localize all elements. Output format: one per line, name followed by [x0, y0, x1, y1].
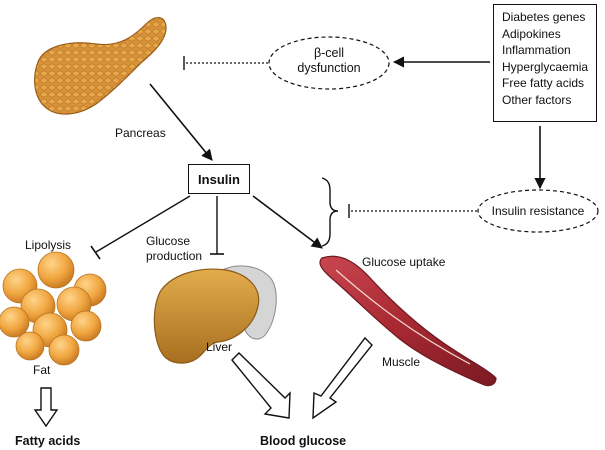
fat-cell: [37, 251, 75, 289]
insulin-lipolysis-bar: [90, 245, 101, 260]
glucose-uptake-label: Glucose uptake: [362, 255, 446, 269]
pancreas-to-insulin-arrow: [149, 83, 213, 161]
liver-illustration: [153, 265, 277, 364]
muscle-to-blood-glucose-arrow: [312, 336, 373, 420]
insulin-lipolysis-line: [95, 195, 191, 253]
risk-factor-item: Inflammation: [502, 43, 571, 57]
blood-glucose-label: Blood glucose: [260, 434, 347, 448]
fat-cell: [0, 306, 30, 338]
insulin-resistance-ellipse: [477, 189, 599, 233]
fat-cell: [70, 310, 102, 342]
resistance-brace: [321, 177, 339, 247]
risk-factor-item: Other factors: [502, 92, 572, 107]
risk-factor-item: Hyperglycaemia: [502, 59, 589, 74]
fat-cell: [15, 331, 45, 361]
pancreas-illustration: [34, 17, 167, 115]
insulin-to-muscle-arrow: [252, 195, 323, 249]
muscle-label: Muscle: [382, 355, 421, 369]
fat-to-fatty-acids-arrow: [33, 387, 59, 428]
muscle-shape: [319, 255, 497, 387]
fat-cells-illustration: [0, 251, 107, 366]
fat-label: Fat: [33, 363, 51, 377]
risk-factor-item: Free fatty acids: [502, 76, 585, 90]
lipolysis-label: Lipolysis: [25, 238, 72, 252]
risk-factor-item: Diabetes genes: [502, 10, 586, 24]
insulin-box: Insulin: [188, 164, 250, 194]
liver-label: Liver: [206, 340, 233, 354]
insulin-resistance-label: Insulin resistance: [491, 204, 585, 218]
pancreas-shape: [34, 17, 167, 115]
fat-cell: [48, 334, 80, 366]
beta-cell-ellipse: [268, 36, 390, 90]
muscle-tendon-line: [335, 269, 471, 365]
risk-factor-item: Adipokines: [502, 26, 561, 41]
beta-cell-dysfunction-label: β-cell dysfunction: [297, 46, 361, 75]
glucose-production-label: Glucose production: [146, 234, 203, 263]
muscle-illustration: [319, 255, 497, 387]
pancreas-label: Pancreas: [115, 126, 166, 140]
insulin-label: Insulin: [198, 171, 240, 187]
liver-shape: [153, 268, 260, 364]
fatty-acids-label: Fatty acids: [15, 434, 81, 448]
liver-to-blood-glucose-arrow: [231, 352, 291, 419]
